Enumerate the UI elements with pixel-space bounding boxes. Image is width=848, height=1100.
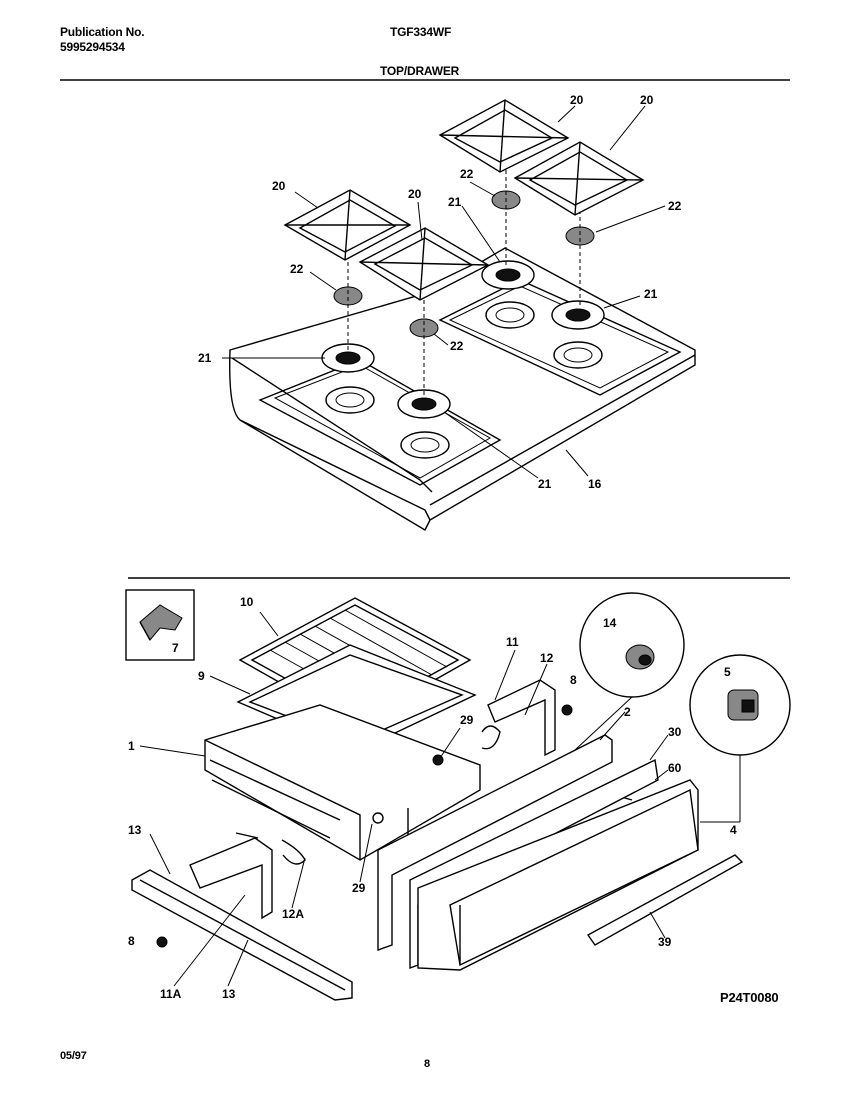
section-title: TOP/DRAWER — [380, 64, 460, 78]
callout-60: 60 — [668, 761, 682, 775]
callout-9: 9 — [198, 669, 205, 683]
callout-29-b: 29 — [352, 881, 366, 895]
callout-13-b: 13 — [222, 987, 236, 1001]
callout-29-a: 29 — [460, 713, 474, 727]
callout-1: 1 — [128, 739, 135, 753]
callout-20-b: 20 — [408, 187, 422, 201]
callout-20-a: 20 — [272, 179, 286, 193]
callout-12A: 12A — [282, 907, 304, 921]
callout-10: 10 — [240, 595, 254, 609]
cooktop-assembly — [222, 99, 696, 531]
callout-21-c: 21 — [198, 351, 212, 365]
figure-code: P24T0080 — [720, 990, 779, 1005]
callout-21-d: 21 — [538, 477, 552, 491]
callout-12: 12 — [540, 651, 554, 665]
callout-11: 11 — [506, 635, 519, 649]
callout-22-b: 22 — [668, 199, 682, 213]
callout-22-a: 22 — [460, 167, 474, 181]
callout-4: 4 — [730, 823, 737, 837]
callout-2: 2 — [624, 705, 631, 719]
callout-22-d: 22 — [450, 339, 464, 353]
publication-label: Publication No. — [60, 25, 145, 39]
callout-20-d: 20 — [640, 93, 654, 107]
callout-22-c: 22 — [290, 262, 304, 276]
callout-14: 14 — [603, 616, 617, 630]
drawer-assembly — [125, 589, 791, 1001]
callout-39: 39 — [658, 935, 672, 949]
callout-7: 7 — [172, 641, 179, 655]
callout-13-a: 13 — [128, 823, 142, 837]
footer-date: 05/97 — [60, 1050, 87, 1062]
page-number: 8 — [424, 1058, 430, 1070]
model-number: TGF334WF — [390, 25, 452, 39]
callout-30: 30 — [668, 725, 682, 739]
callout-11A: 11A — [160, 987, 182, 1001]
callout-20-c: 20 — [570, 93, 584, 107]
callout-21-a: 21 — [448, 195, 462, 209]
callout-8-a: 8 — [570, 673, 577, 687]
callout-21-b: 21 — [644, 287, 658, 301]
publication-number: 5995294534 — [60, 40, 125, 54]
callout-8-b: 8 — [128, 934, 135, 948]
callout-5: 5 — [724, 665, 731, 679]
callout-16: 16 — [588, 477, 602, 491]
